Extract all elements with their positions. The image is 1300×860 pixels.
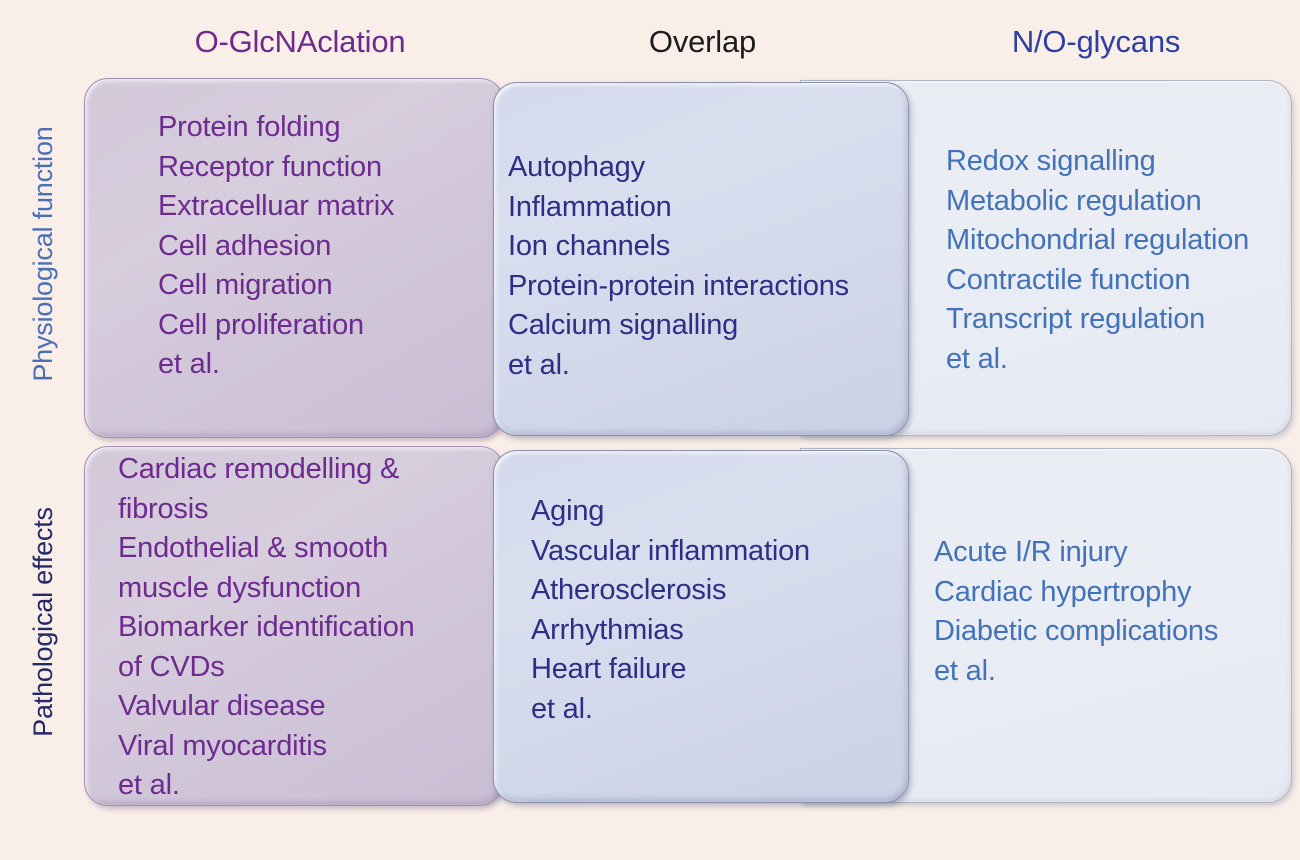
cell-list-item: Receptor function <box>158 150 382 183</box>
cell-list-item: Cell migration <box>158 269 333 301</box>
cell-list-item: Acute I/R injury <box>934 536 1128 568</box>
cell-list-item: et al. <box>531 692 593 725</box>
cell-list-item: Inflammation <box>508 190 672 223</box>
cell-list-item: Autophagy <box>508 151 645 183</box>
cell-list-item: Cardiac remodelling & <box>118 453 400 485</box>
cell-list-item: Viral myocarditis <box>118 729 327 762</box>
cell-list-item: Atherosclerosis <box>531 574 727 606</box>
cell-list-item: Vascular inflammation <box>531 534 810 567</box>
cell-list-item: et al. <box>946 342 1008 375</box>
cell-list-item: Transcript regulation <box>946 303 1206 335</box>
cell-list-item: Aging <box>531 495 605 527</box>
cell-list-item: Cardiac hypertrophy <box>934 575 1192 608</box>
cell-list-item: Heart failure <box>531 653 687 685</box>
cell-list-item: Extracelluar matrix <box>158 190 395 222</box>
cell-list-item: Ion channels <box>508 230 671 262</box>
cell-list-item: et al. <box>508 348 570 381</box>
cell-list-item: Mitochondrial regulation <box>946 224 1250 256</box>
cell-list-item: Redox signalling <box>946 145 1156 177</box>
cell-list-item: Diabetic complications <box>934 615 1219 647</box>
column-header-no-glycans: N/O-glycans <box>1011 24 1181 59</box>
cell-box-physiological-overlap <box>493 82 909 436</box>
cell-list-item: Valvular disease <box>118 690 326 722</box>
cell-box-pathological-oglcnaclation <box>84 446 504 806</box>
cell-list-item: et al. <box>934 654 996 687</box>
cell-list-item: Metabolic regulation <box>946 184 1202 217</box>
cell-list-item: fibrosis <box>118 492 209 525</box>
cell-list-item: Cell adhesion <box>158 229 332 262</box>
cell-list-item: Biomarker identification <box>118 611 415 643</box>
cell-list-item: et al. <box>118 769 180 801</box>
cell-list-item: Contractile function <box>946 263 1191 296</box>
cell-list-item: muscle dysfunction <box>118 571 362 604</box>
row-label-physiological-function: Physiological function <box>28 126 58 382</box>
cell-list-item: et al. <box>158 348 220 380</box>
cell-list-item: Cell proliferation <box>158 308 364 341</box>
cell-box-pathological-overlap <box>493 450 909 803</box>
cell-box-physiological-oglcnaclation <box>84 78 504 438</box>
column-header-overlap: Overlap <box>648 24 757 59</box>
cell-list-item: Arrhythmias <box>531 613 684 646</box>
cell-list-item: Endothelial & smooth <box>118 532 389 564</box>
cell-list-item: Protein-protein interactions <box>508 269 849 302</box>
column-header-oglcnaclation: O-GlcNAclation <box>194 24 406 59</box>
cell-list-item: Protein folding <box>158 111 341 143</box>
cell-list-item: of CVDs <box>118 650 225 683</box>
row-label-pathological-effects: Pathological effects <box>28 507 58 737</box>
cell-list-item: Calcium signalling <box>508 309 739 341</box>
